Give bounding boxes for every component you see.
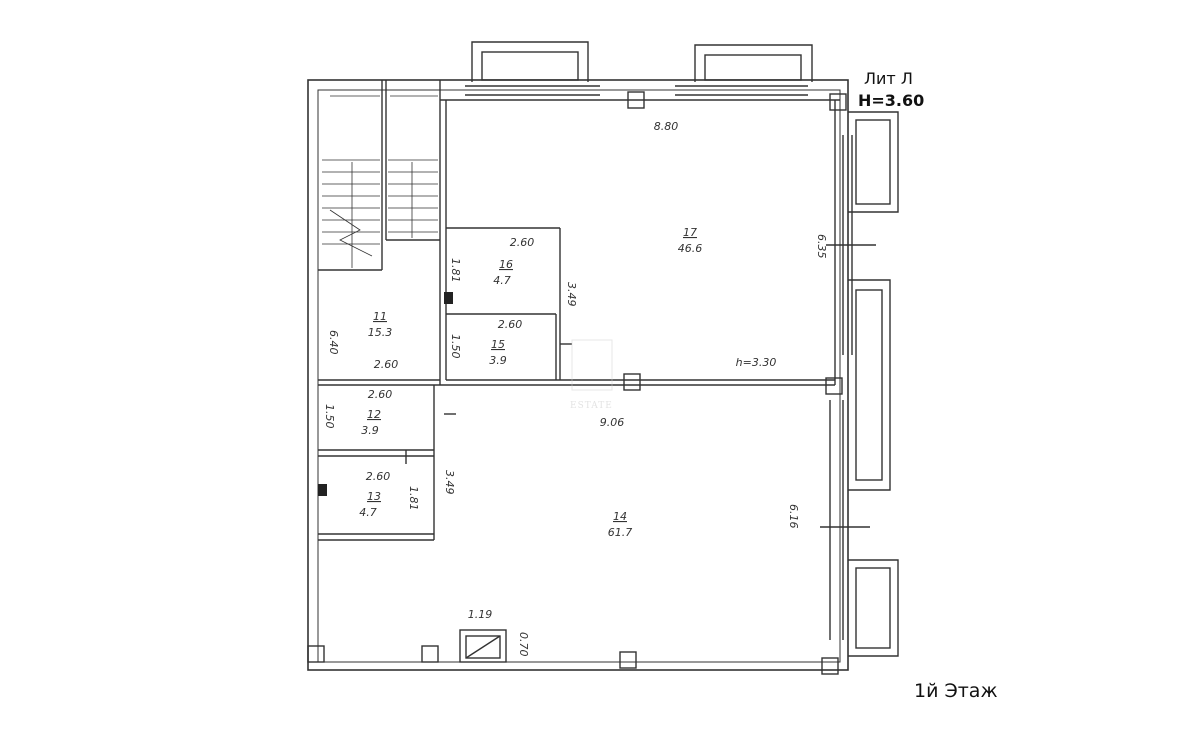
room-area: 15.3 [368,326,393,339]
balcony-right-1 [848,111,899,213]
inner-wall [317,89,841,663]
room-area: 46.6 [678,242,703,255]
dimension-label: 6.35 [815,234,828,259]
dimension-label: 2.60 [368,388,393,401]
room-area: 3.9 [489,354,507,367]
dimension-label: 1.50 [449,334,462,359]
dimension-label: 1.81 [407,486,420,511]
dimension-label: 1.50 [323,404,336,429]
building-letter: Лит Л [864,69,913,88]
outer-wall [307,79,849,671]
dimension-label: h=3.30 [736,356,777,369]
dimension-label: 2.60 [498,318,523,331]
watermark: ESTATE [570,401,613,411]
meter-icon [318,484,327,496]
dimension-label: 2.60 [374,358,399,371]
balcony-top-right [694,44,813,82]
room-area: 61.7 [608,526,633,539]
room-number: 17 [683,226,697,239]
dimension-label: 2.60 [366,470,391,483]
building-height: H=3.60 [858,91,924,110]
dimension-label: 2.60 [510,236,535,249]
room-number: 13 [367,490,381,503]
balcony-right-2 [848,279,891,491]
dimension-label: 0.70 [517,632,530,657]
room-number: 16 [499,258,513,271]
balcony-top-left [471,41,589,82]
balcony-right-3 [848,559,899,657]
room-area: 3.9 [361,424,379,437]
dimension-label: 1.81 [449,258,462,283]
meter-icon [444,292,453,304]
dimension-label: 1.19 [468,608,493,621]
room-number: 12 [367,408,381,421]
dimension-label: 3.49 [443,470,456,495]
dimension-label: 6.16 [787,504,800,529]
room-number: 14 [613,510,627,523]
dimension-label: 8.80 [654,120,679,133]
dimension-label: 9.06 [600,416,625,429]
shaft [459,629,507,663]
room-number: 15 [491,338,505,351]
dimension-label: 3.49 [565,282,578,307]
room-number: 11 [373,310,387,323]
dimension-label: 6.40 [327,330,340,355]
room-area: 4.7 [493,274,511,287]
floor-label: 1й Этаж [914,680,998,702]
room-area: 4.7 [359,506,377,519]
